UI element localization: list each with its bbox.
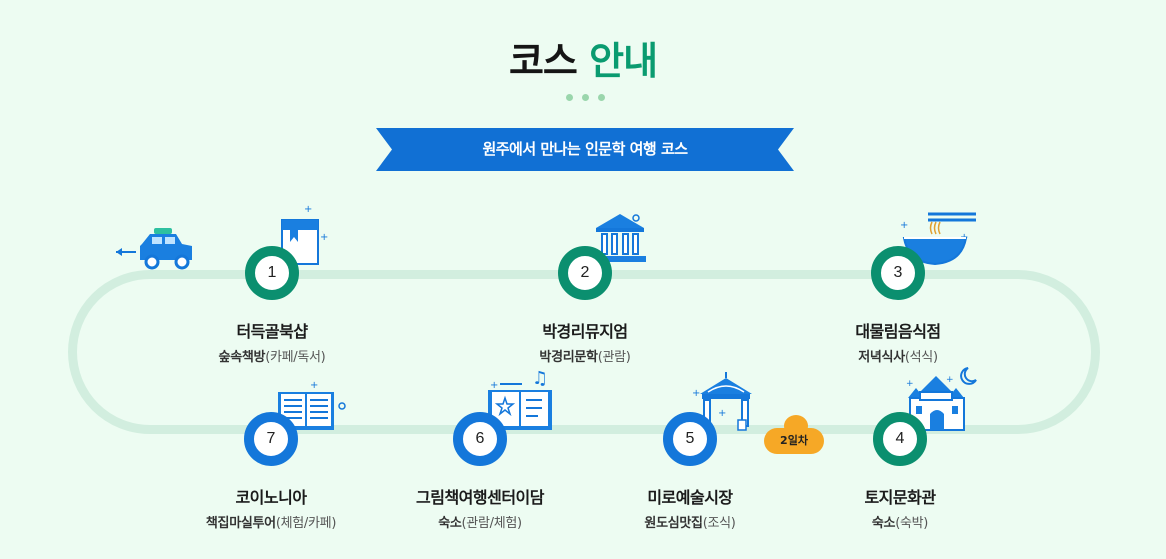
svg-text:+: + [946, 375, 954, 385]
stop-marker-7[interactable]: 7 [244, 412, 298, 466]
stop-label-3: 대물림음식점 저녁식사(석식) [778, 318, 1018, 365]
stop-name: 토지문화관 [864, 488, 936, 507]
page-title: 코스 안내 [0, 30, 1166, 85]
stop-label-6: 그림책여행센터이담 숙소(관람/체험) [360, 484, 600, 531]
stop-activity: 원도심맛집 [644, 516, 703, 531]
banner-ribbon [376, 128, 794, 171]
stop-label-7: 코이노니아 책집마실투어(체험/카페) [151, 484, 391, 531]
svg-text:+: + [906, 379, 914, 389]
stop-label-5: 미로예술시장 원도심맛집(조식) [570, 484, 810, 531]
svg-text:+: + [490, 380, 498, 391]
svg-text:+: + [320, 232, 328, 243]
stop-note: (숙박) [895, 516, 929, 531]
stop-name: 미로예술시장 [647, 488, 733, 507]
stop-activity: 책집마실투어 [205, 516, 276, 531]
title-part-1: 코스 [508, 39, 578, 83]
stop-marker-4[interactable]: 4 [873, 412, 927, 466]
stop-note: (체험/카페) [275, 516, 337, 531]
stop-note: (관람/체험) [461, 516, 523, 531]
market-gate-icon: + + [692, 372, 752, 431]
stop-name: 박경리뮤지엄 [542, 322, 628, 341]
banner-text: 원주에서 만나는 인문학 여행 코스 [482, 140, 688, 158]
cultural-hall-icon: + + [906, 367, 977, 431]
car-icon [116, 228, 192, 270]
stop-marker-5[interactable]: 5 [663, 412, 717, 466]
stop-name: 대물림음식점 [855, 322, 941, 341]
museum-icon [594, 214, 646, 262]
svg-text:+: + [900, 220, 908, 231]
stop-activity: 숙소 [438, 516, 462, 531]
stop-name: 그림책여행센터이담 [416, 488, 544, 507]
day-badge: 2일차 [764, 428, 824, 454]
stop-note: (관람) [597, 350, 631, 365]
title-dots [566, 94, 605, 101]
svg-text:+: + [310, 380, 318, 391]
stop-activity: 박경리문학 [539, 350, 598, 365]
stop-activity: 저녁식사 [858, 350, 905, 365]
svg-text:+: + [692, 388, 700, 399]
stop-marker-1[interactable]: 1 [245, 246, 299, 300]
stop-name: 터득골북샵 [236, 322, 308, 341]
stop-label-4: 토지문화관 숙소(숙박) [780, 484, 1020, 531]
svg-text:♫: ♫ [532, 368, 548, 389]
stop-note: (석식) [904, 350, 938, 365]
svg-text:+: + [718, 408, 726, 419]
stop-note: (조식) [702, 516, 736, 531]
title-part-2: 안내 [589, 39, 658, 83]
stop-label-2: 박경리뮤지엄 박경리문학(관람) [465, 318, 705, 365]
stop-name: 코이노니아 [235, 488, 307, 507]
svg-text:+: + [304, 204, 312, 215]
stop-activity: 숙소 [871, 516, 896, 531]
stop-activity: 숲속책방 [218, 350, 266, 365]
stop-marker-2[interactable]: 2 [558, 246, 612, 300]
stop-note: (카페/독서) [265, 350, 326, 365]
stop-label-1: 터득골북샵 숲속책방(카페/독서) [152, 318, 392, 365]
stop-marker-3[interactable]: 3 [871, 246, 925, 300]
stop-marker-6[interactable]: 6 [453, 412, 507, 466]
